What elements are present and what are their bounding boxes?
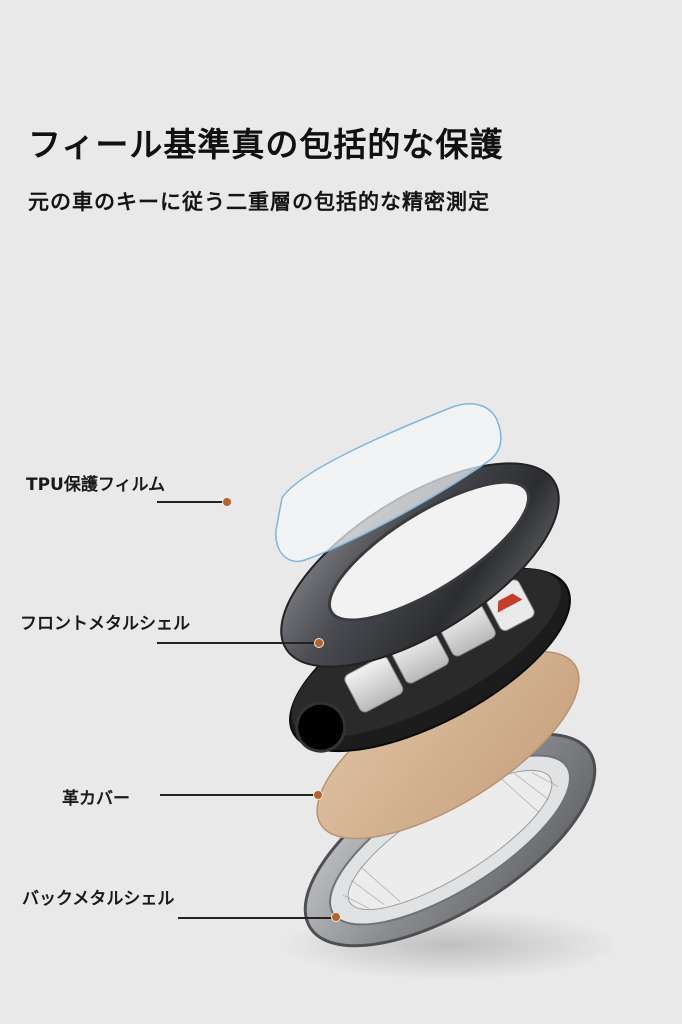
callout-line-back-metal-shell	[178, 917, 335, 919]
callout-line-leather-cover	[160, 794, 316, 796]
tpu-film	[275, 403, 502, 563]
callout-label-front-metal-shell: フロントメタルシェル	[20, 614, 190, 634]
callout-dot-tpu-film	[222, 497, 232, 507]
callout-line-front-metal-shell	[157, 642, 317, 644]
callout-line-tpu-film	[157, 501, 225, 503]
callout-label-leather-cover: 革カバー	[62, 789, 130, 809]
page-subtitle: 元の車のキーに従う二重層の包括的な精密測定	[28, 190, 490, 214]
page-title: フィール基準真の包括的な保護	[28, 125, 504, 164]
callout-dot-front-metal-shell	[314, 638, 324, 648]
callout-label-tpu-film: TPU保護フィルム	[26, 475, 166, 495]
callout-dot-leather-cover	[313, 790, 323, 800]
callout-dot-back-metal-shell	[331, 912, 341, 922]
callout-label-back-metal-shell: バックメタルシェル	[22, 889, 175, 909]
